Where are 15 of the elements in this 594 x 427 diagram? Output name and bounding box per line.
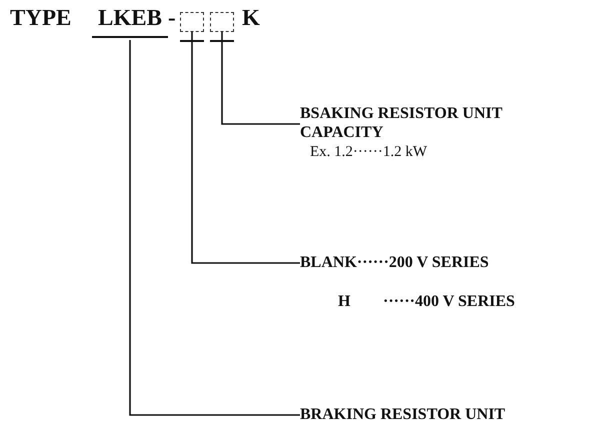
type-code: LKEB: [92, 4, 168, 38]
type-code-part: -: [168, 4, 176, 32]
description-text: BLANK······200 V SERIES: [300, 253, 490, 272]
dashed-slot-box: [180, 12, 204, 32]
leader-line: [191, 32, 300, 264]
type-code-part: TYPE: [10, 4, 72, 32]
option-text: ······400 V SERIES: [383, 292, 515, 311]
option-text: H: [338, 292, 350, 311]
type-code-part: K: [242, 4, 260, 32]
example-note: Ex. 1.2······1.2 kW: [310, 143, 428, 162]
leader-line: [221, 32, 300, 125]
description-text: BRAKING RESISTOR UNIT: [300, 405, 506, 424]
dashed-slot-box: [210, 12, 234, 32]
leader-line: [129, 40, 300, 416]
description-text: BSAKING RESISTOR UNIT CAPACITY: [300, 104, 504, 142]
